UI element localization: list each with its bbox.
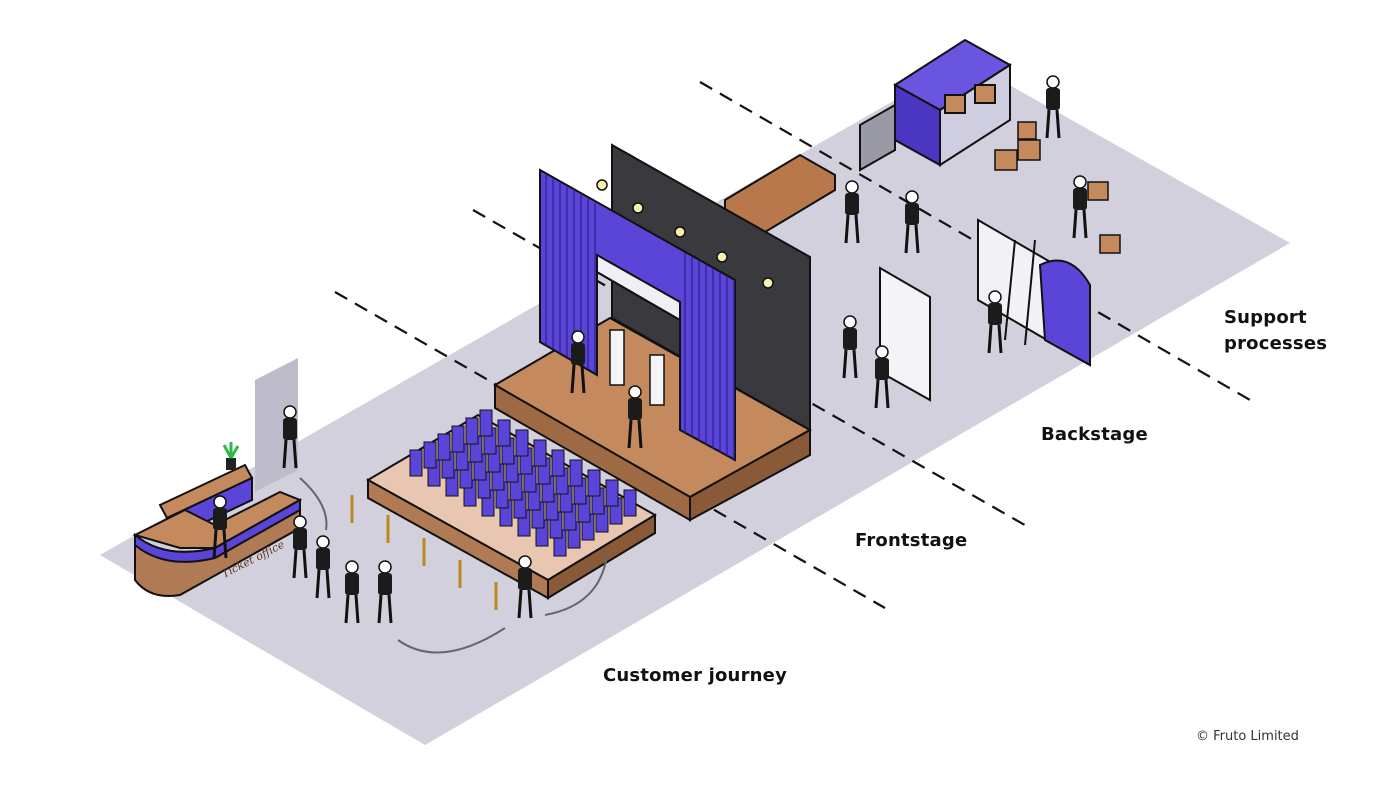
person-legs	[344, 594, 360, 624]
person-body	[571, 343, 585, 365]
person-head	[293, 515, 307, 529]
boxes	[994, 121, 1121, 254]
props-columns	[609, 329, 665, 406]
person-legs	[282, 439, 298, 469]
seat	[409, 449, 423, 477]
seat	[423, 441, 437, 469]
person-head	[345, 560, 359, 574]
copyright: © Fruto Limited	[1196, 729, 1299, 744]
divider-frontstage	[334, 291, 886, 609]
person-body	[843, 328, 857, 350]
person-body	[1073, 188, 1087, 210]
person-head	[628, 385, 642, 399]
person-head	[316, 535, 330, 549]
person-body	[518, 568, 532, 590]
person-head	[378, 560, 392, 574]
person-head	[1046, 75, 1060, 89]
journey-arrows	[299, 477, 608, 654]
person-head	[213, 495, 227, 509]
label-support-line1: Support	[1224, 307, 1307, 328]
seat	[569, 459, 583, 487]
label-backstage: Backstage	[1041, 424, 1148, 445]
person-head	[845, 180, 859, 194]
person-body	[378, 573, 392, 595]
seat	[437, 433, 451, 461]
person-legs	[627, 419, 643, 449]
person-legs	[904, 224, 920, 254]
delivery-truck	[859, 38, 1012, 172]
person-body	[905, 203, 919, 225]
person-legs	[292, 549, 308, 579]
seat	[533, 439, 547, 467]
seat	[551, 449, 565, 477]
person-legs	[212, 529, 228, 559]
person-legs	[517, 589, 533, 619]
seat	[465, 417, 479, 445]
seat	[497, 419, 511, 447]
ticket-office-desk	[132, 463, 303, 597]
stage-curtains	[539, 168, 736, 462]
plant-pot	[226, 458, 236, 470]
person-body	[213, 508, 227, 530]
divider-backstage	[472, 209, 1031, 529]
person-head	[518, 555, 532, 569]
mirror	[879, 266, 931, 402]
person-legs	[1045, 109, 1061, 139]
person-head	[1073, 175, 1087, 189]
person-body	[628, 398, 642, 420]
person-legs	[874, 379, 890, 409]
stage-lights	[596, 179, 774, 289]
label-frontstage: Frontstage	[855, 530, 968, 551]
person-legs	[842, 349, 858, 379]
person-head	[875, 345, 889, 359]
person-head	[843, 315, 857, 329]
person-body	[345, 573, 359, 595]
person-head	[571, 330, 585, 344]
seat	[623, 489, 637, 517]
person-head	[283, 405, 297, 419]
person-legs	[377, 594, 393, 624]
person-body	[875, 358, 889, 380]
label-support-line2: processes	[1224, 333, 1328, 354]
person-legs	[844, 214, 860, 244]
label-customer-journey: Customer journey	[603, 665, 787, 686]
person-body	[316, 548, 330, 570]
person-body	[1046, 88, 1060, 110]
person-head	[988, 290, 1002, 304]
seat	[451, 425, 465, 453]
person-body	[293, 528, 307, 550]
seat	[587, 469, 601, 497]
seats	[409, 409, 637, 557]
seat	[515, 429, 529, 457]
person-legs	[987, 324, 1003, 354]
person-body	[845, 193, 859, 215]
person-body	[283, 418, 297, 440]
person-head	[905, 190, 919, 204]
divider-support	[699, 81, 1251, 401]
set-wall	[977, 218, 1091, 367]
plant-icon	[222, 442, 240, 459]
person-legs	[1072, 209, 1088, 239]
person-legs	[570, 364, 586, 394]
seat	[605, 479, 619, 507]
label-support-processes: Support processes	[1224, 305, 1327, 357]
person-body	[988, 303, 1002, 325]
person-legs	[315, 569, 331, 599]
ticket-office-wall	[255, 358, 298, 492]
curtain-folds	[545, 175, 735, 461]
queue-posts	[350, 495, 498, 610]
seat	[479, 409, 493, 437]
people	[212, 75, 1088, 624]
